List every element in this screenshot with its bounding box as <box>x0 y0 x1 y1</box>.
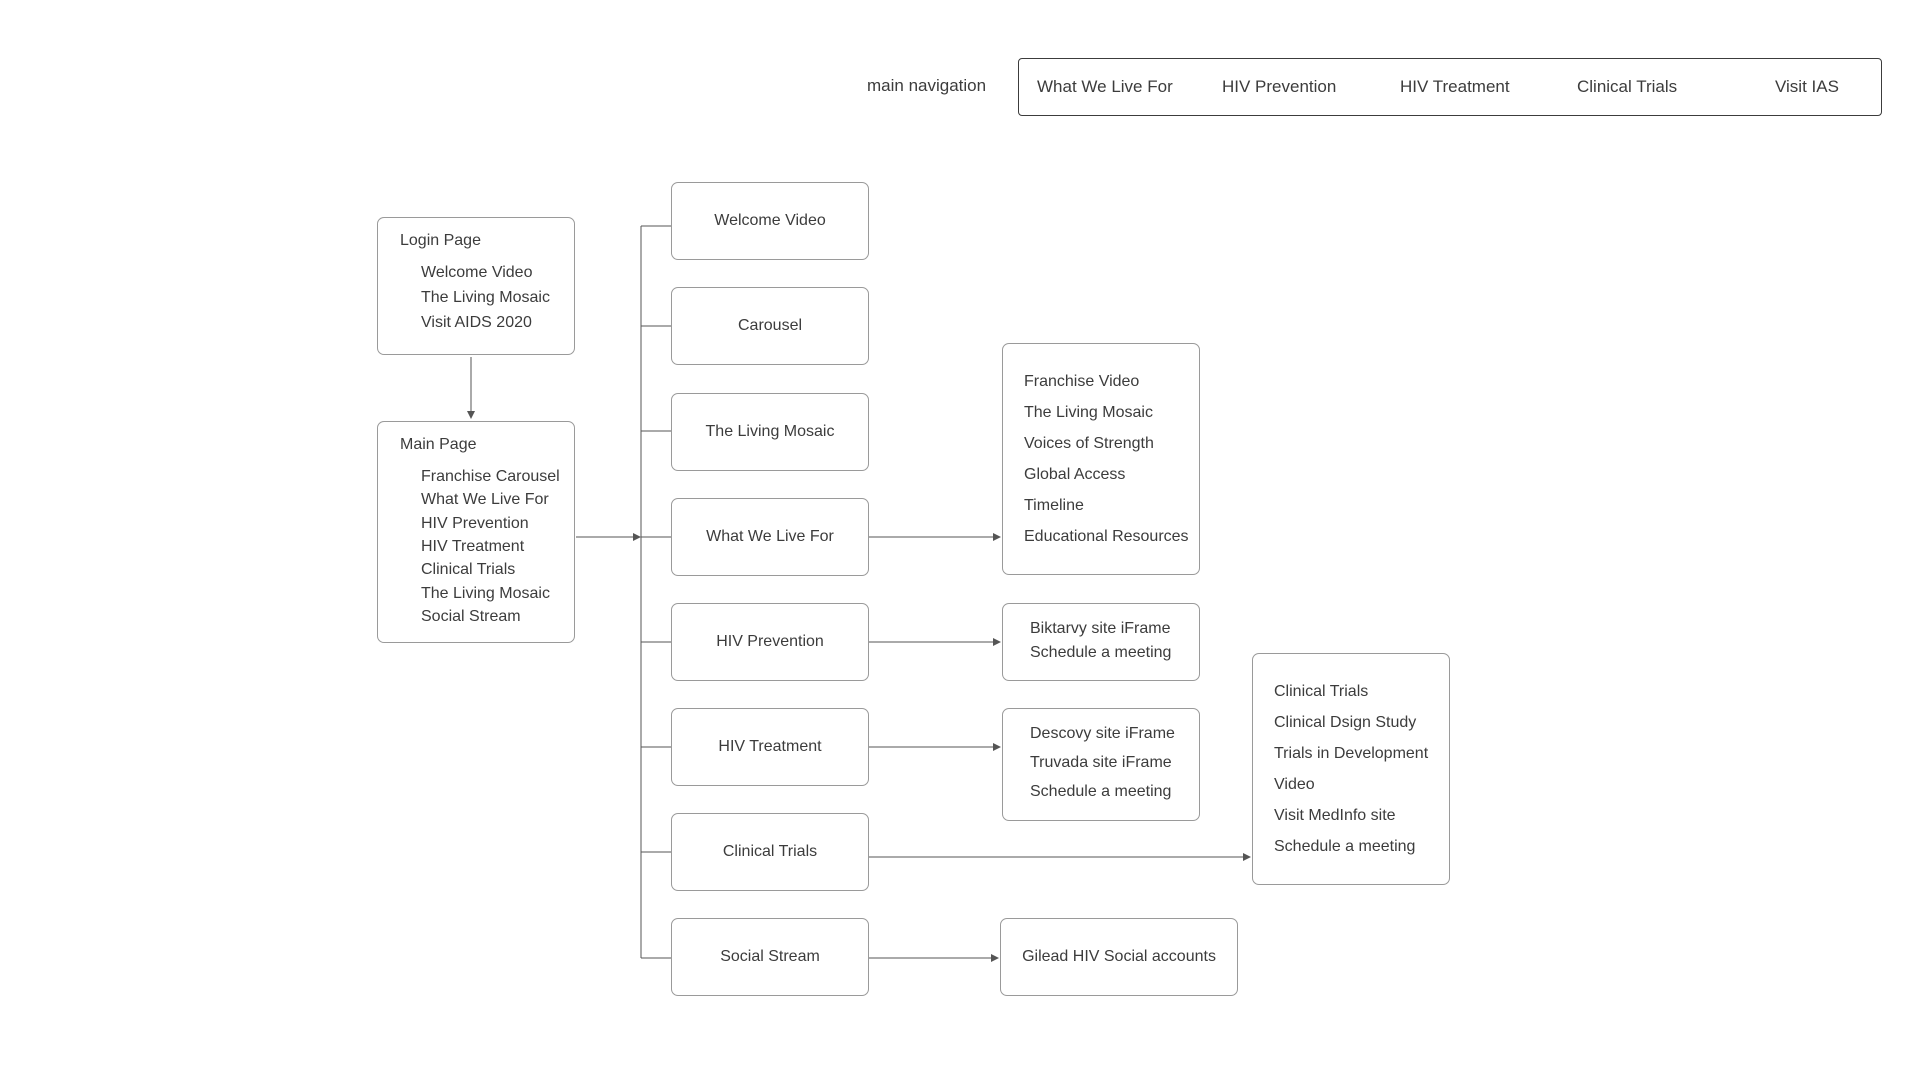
main-page-item: The Living Mosaic <box>421 585 550 602</box>
section-label: Clinical Trials <box>722 843 818 860</box>
main-page-item: Clinical Trials <box>421 561 516 578</box>
what-we-live-for-details: Franchise Video The Living Mosaic Voices… <box>1002 343 1200 575</box>
detail-item: Schedule a meeting <box>1030 644 1172 661</box>
detail-item: Voices of Strength <box>1024 435 1154 452</box>
detail-item: Educational Resources <box>1024 528 1189 545</box>
social-stream-details: Gilead HIV Social accounts <box>1000 918 1238 996</box>
section-what-we-live-for: What We Live For <box>671 498 869 576</box>
nav-item-hiv-prevention[interactable]: HIV Prevention <box>1222 77 1337 96</box>
detail-item: Video <box>1274 776 1315 793</box>
login-page-title: Login Page <box>400 232 481 249</box>
hiv-prevention-details: Biktarvy site iFrame Schedule a meeting <box>1002 603 1200 681</box>
detail-item: Biktarvy site iFrame <box>1030 620 1171 637</box>
detail-item: Global Access <box>1024 466 1126 483</box>
main-navigation-label: main navigation <box>867 76 987 95</box>
section-social-stream: Social Stream <box>671 918 869 996</box>
main-page-item: HIV Treatment <box>421 538 525 555</box>
login-page-item: Visit AIDS 2020 <box>421 314 532 331</box>
main-navigation: What We Live For HIV Prevention HIV Trea… <box>1018 58 1882 116</box>
detail-item: Gilead HIV Social accounts <box>1022 948 1216 965</box>
section-label: What We Live For <box>706 528 834 545</box>
main-page-box: Main Page Franchise Carousel What We Liv… <box>377 421 575 643</box>
nav-item-what-we-live-for[interactable]: What We Live For <box>1037 77 1173 96</box>
hiv-treatment-details: Descovy site iFrame Truvada site iFrame … <box>1002 708 1200 821</box>
section-hiv-treatment: HIV Treatment <box>671 708 869 786</box>
section-label: Welcome Video <box>714 212 826 229</box>
section-label: The Living Mosaic <box>705 423 835 440</box>
section-label: HIV Treatment <box>718 738 822 755</box>
main-page-item: What We Live For <box>421 491 549 508</box>
detail-item: Visit MedInfo site <box>1274 807 1396 824</box>
detail-item: Clinical Dsign Study <box>1274 714 1417 731</box>
detail-item: Timeline <box>1024 497 1084 514</box>
section-hiv-prevention: HIV Prevention <box>671 603 869 681</box>
detail-item: Clinical Trials <box>1274 683 1369 700</box>
nav-item-clinical-trials[interactable]: Clinical Trials <box>1577 77 1678 96</box>
section-clinical-trials: Clinical Trials <box>671 813 869 891</box>
detail-item: The Living Mosaic <box>1024 404 1153 421</box>
main-page-item: Social Stream <box>421 608 521 625</box>
section-label: Social Stream <box>720 948 820 965</box>
detail-item: Descovy site iFrame <box>1030 725 1175 742</box>
section-label: Carousel <box>737 317 803 334</box>
login-page-item: Welcome Video <box>421 264 533 281</box>
detail-item: Trials in Development <box>1274 745 1429 762</box>
detail-item: Schedule a meeting <box>1030 783 1172 800</box>
login-page-box: Login Page Welcome Video The Living Mosa… <box>377 217 575 355</box>
main-page-item: HIV Prevention <box>421 515 529 532</box>
detail-item: Schedule a meeting <box>1274 838 1416 855</box>
section-the-living-mosaic: The Living Mosaic <box>671 393 869 471</box>
section-label: HIV Prevention <box>716 633 824 650</box>
nav-item-visit-ias[interactable]: Visit IAS <box>1775 77 1839 96</box>
detail-item: Franchise Video <box>1024 373 1140 390</box>
section-carousel: Carousel <box>671 287 869 365</box>
main-page-title: Main Page <box>400 436 477 453</box>
nav-item-hiv-treatment[interactable]: HIV Treatment <box>1400 77 1510 96</box>
main-page-item: Franchise Carousel <box>421 468 560 485</box>
login-page-item: The Living Mosaic <box>421 289 550 306</box>
detail-item: Truvada site iFrame <box>1030 754 1172 771</box>
section-welcome-video: Welcome Video <box>671 182 869 260</box>
clinical-trials-details: Clinical Trials Clinical Dsign Study Tri… <box>1252 653 1450 885</box>
